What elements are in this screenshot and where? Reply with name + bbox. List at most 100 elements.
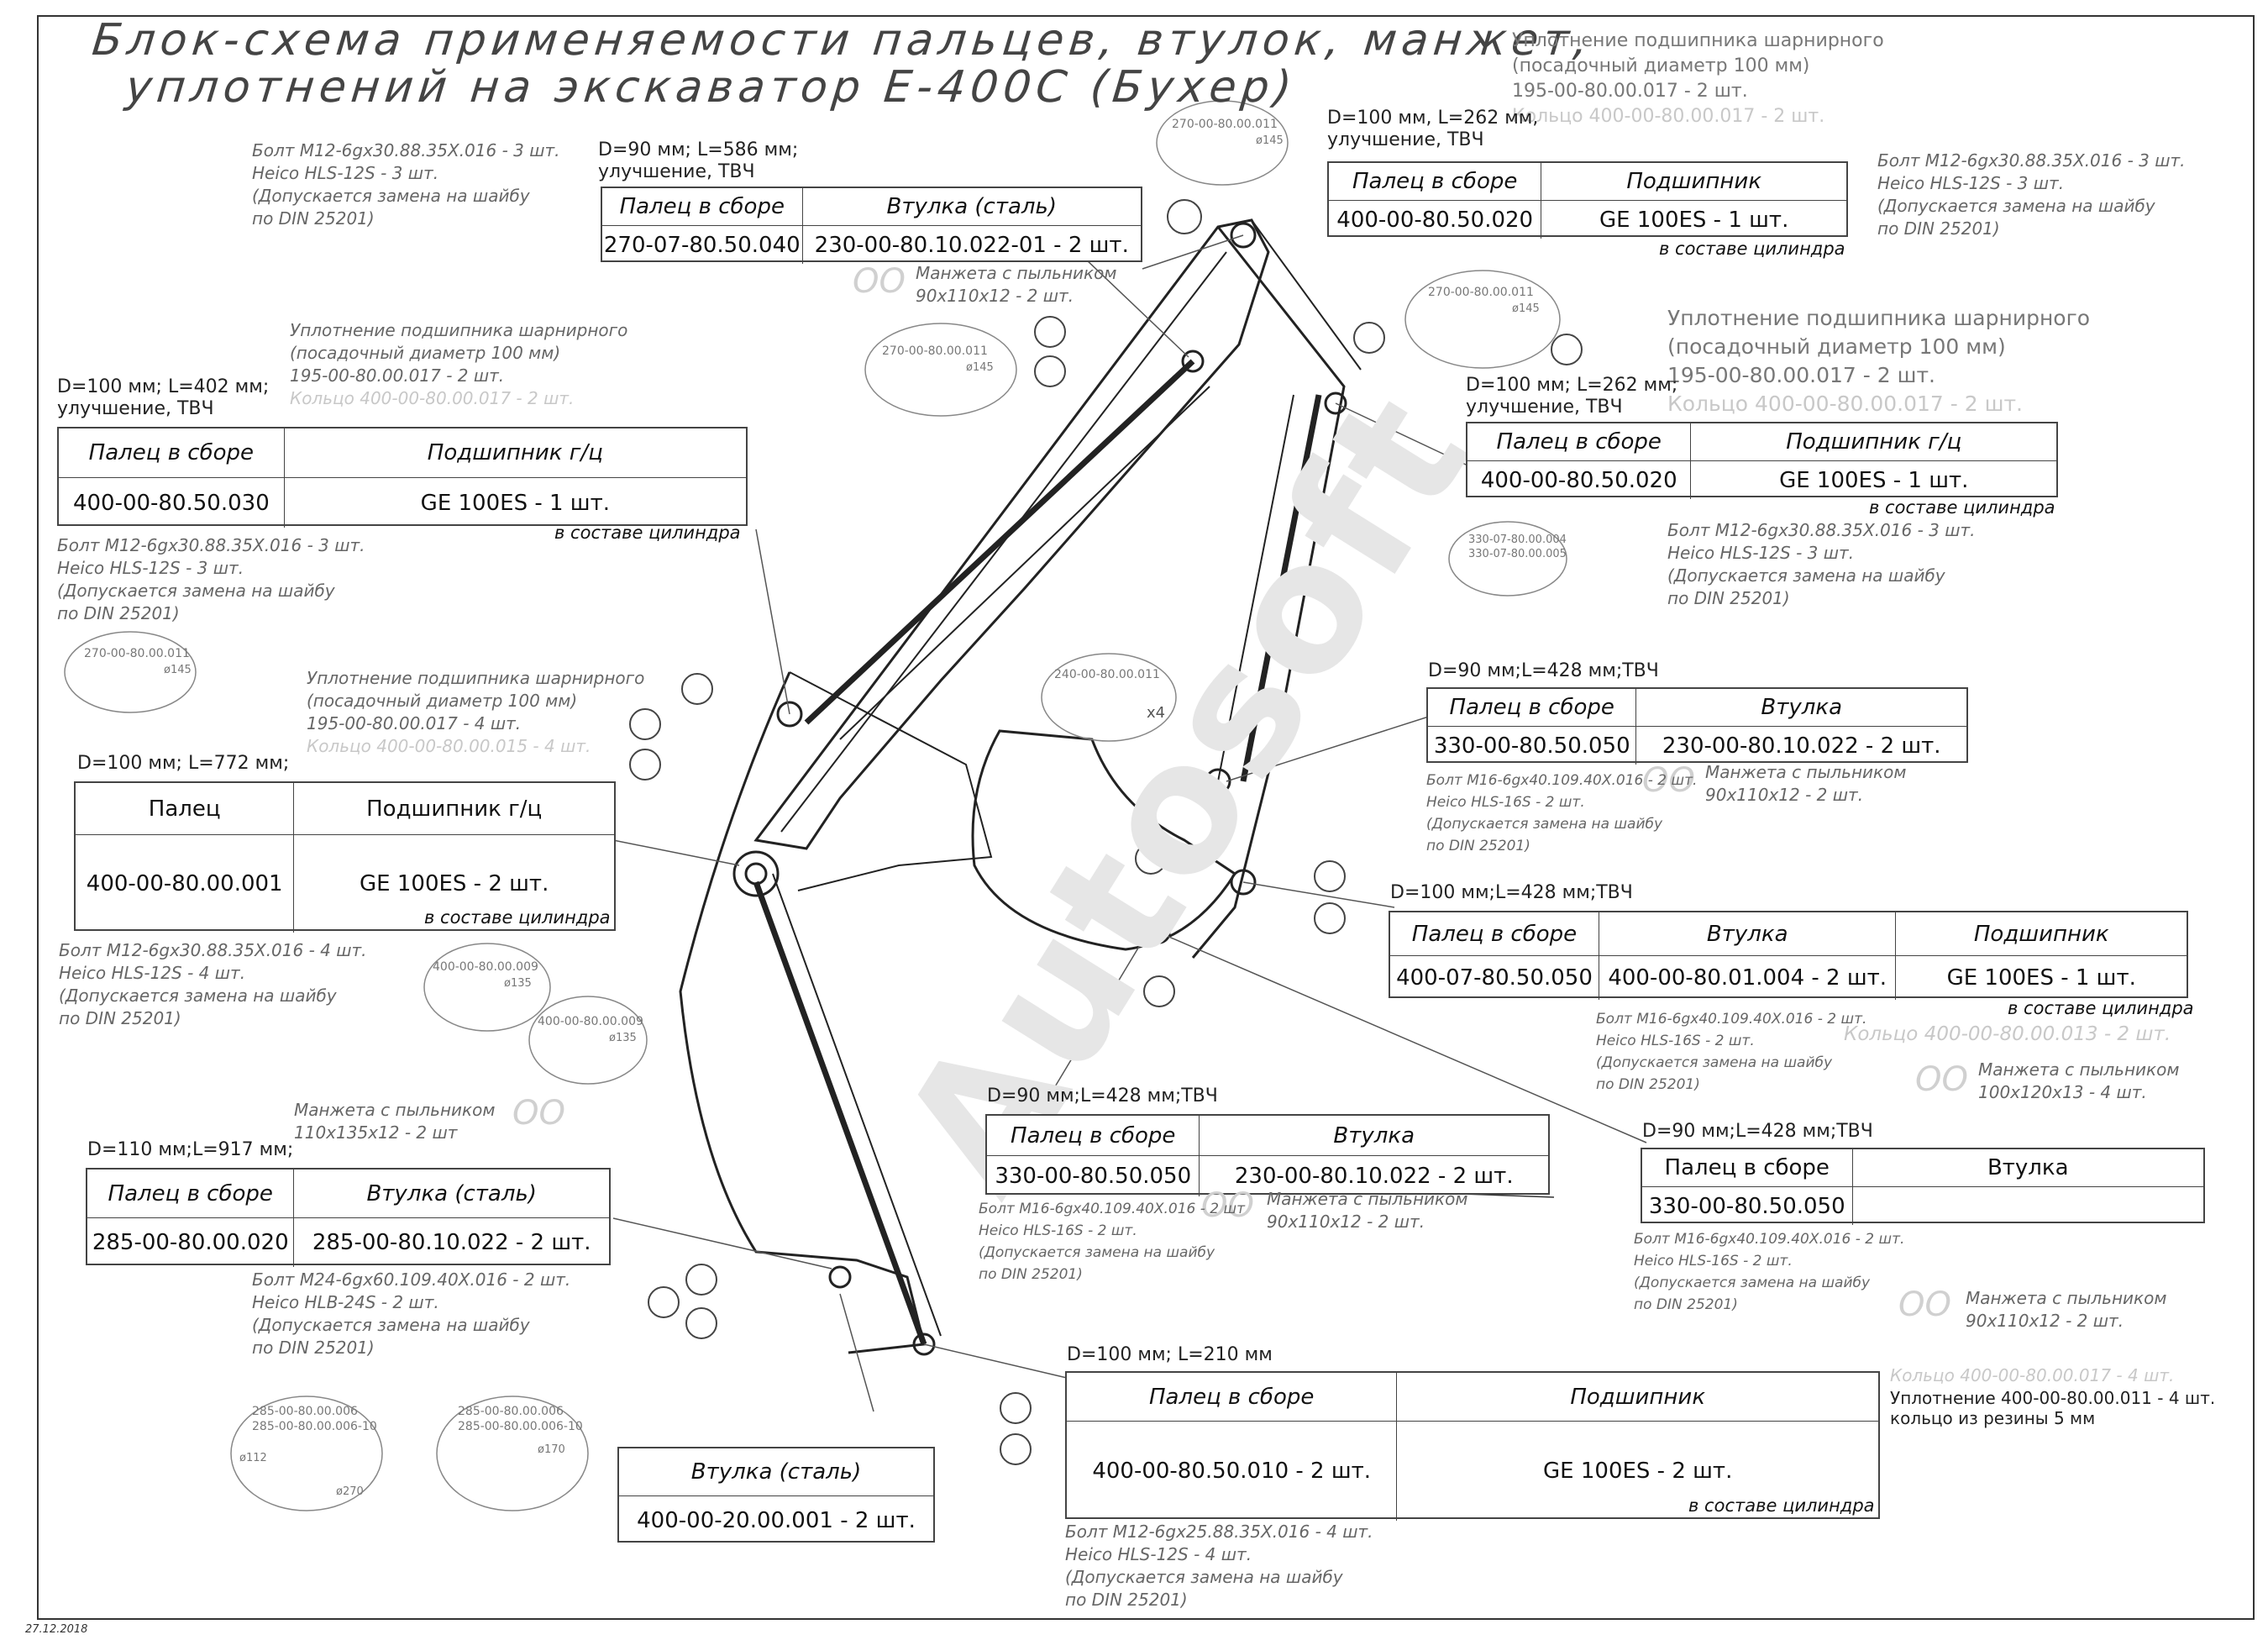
block11-bushing-value: 400-00-20.00.001 - 2 шт. xyxy=(637,1507,916,1533)
block1-ring-mark: OO xyxy=(853,262,906,301)
block12-cylinder-note: в составе цилиндра xyxy=(1688,1495,1875,1516)
block5-pin-value: 400-00-80.00.001 xyxy=(76,835,295,933)
block4-seal-note: Уплотнение подшипника шарнирного(посадоч… xyxy=(1667,306,2091,416)
block4-table: Палец в сборе Подшипник г/ц 400-00-80.50… xyxy=(1466,422,2058,499)
title-line-2: уплотнений на экскаватор Е-400С (Бухер) xyxy=(123,62,1299,113)
detail-mark-5a: 330-07-80.00.004 xyxy=(1468,534,1567,546)
block12-header-pin: Палец в сборе xyxy=(1067,1373,1398,1422)
block7-header-bearing: Подшипник xyxy=(1896,912,2187,956)
detail-mark-dia-7: ø135 xyxy=(504,977,532,990)
grease-fittings xyxy=(629,199,1583,1465)
block2-header-bearing: Подшипник xyxy=(1541,163,1846,201)
block7-table: Палец в сборе Втулка Подшипник 400-07-80… xyxy=(1389,911,2188,1000)
block10-pin-value: 330-00-80.50.050 xyxy=(1642,1187,1853,1225)
block3-dimension-2: улучшение, ТВЧ xyxy=(57,398,214,419)
drawing-date: 27.12.2018 xyxy=(25,1623,88,1636)
detail-mark-dia-1: ø145 xyxy=(1256,134,1284,147)
block12-header-bearing: Подшипник xyxy=(1397,1373,1878,1422)
detail-mark-10a: 285-00-80.00.006 xyxy=(458,1405,564,1418)
block8-header-pin: Палец в сборе xyxy=(87,1170,295,1218)
block9-pin-value: 330-00-80.50.050 xyxy=(987,1156,1200,1196)
block6-table: Палец в сборе Втулка 330-00-80.50.050 23… xyxy=(1426,687,1968,765)
block6-header-bushing: Втулка xyxy=(1636,689,1966,727)
block6-header-pin: Палец в сборе xyxy=(1428,689,1637,727)
block9-table: Палец в сборе Втулка 330-00-80.50.050 23… xyxy=(985,1114,1550,1196)
block11-table: Втулка (сталь) 400-00-20.00.001 - 2 шт. xyxy=(617,1447,935,1543)
block5-header-bearing: Подшипник г/ц xyxy=(294,783,614,835)
detail-mark-1: 270-00-80.00.011 xyxy=(1172,118,1278,131)
block7-bearing-value: GE 100ES - 1 шт. xyxy=(1946,965,2136,991)
block9-ring-mark: OO xyxy=(1201,1186,1254,1225)
detail-mark-3: 270-00-80.00.011 xyxy=(1428,286,1534,299)
detail-mark-9b: 285-00-80.00.006-10 xyxy=(252,1420,377,1433)
block1-pin-value: 270-07-80.50.040 xyxy=(602,226,803,264)
block4-dimension-2: улучшение, ТВЧ xyxy=(1466,397,1623,418)
block2-cylinder-note: в составе цилиндра xyxy=(1659,239,1845,259)
block3-dimension: D=100 мм; L=402 мм; xyxy=(57,376,270,397)
block6-bushing-value: 230-00-80.10.022 - 2 шт. xyxy=(1662,733,1941,759)
block4-bearing-value: GE 100ES - 1 шт. xyxy=(1779,467,1969,493)
block2-dimension-2: улучшение, ТВЧ xyxy=(1327,129,1484,150)
block9-dimension: D=90 мм;L=428 мм;ТВЧ xyxy=(987,1085,1218,1106)
boom-outline xyxy=(679,218,1362,1356)
block4-header-pin: Палец в сборе xyxy=(1467,423,1692,461)
block1-bushing-value: 230-00-80.10.022-01 - 2 шт. xyxy=(814,232,1129,258)
block6-bolt-note: Болт М16-6gх40.109.40Х.016 - 2 шт.Heico … xyxy=(1426,772,1698,854)
block3-bearing-value: GE 100ES - 1 шт. xyxy=(420,490,610,516)
block7-pin-value: 400-07-80.50.050 xyxy=(1390,956,1599,1000)
block9-header-bushing: Втулка xyxy=(1200,1116,1548,1156)
block7-cylinder-note: в составе цилиндра xyxy=(2008,998,2194,1018)
block4-pin-value: 400-00-80.50.020 xyxy=(1467,461,1692,499)
block10-header-bushing: Втулка xyxy=(1852,1149,2203,1187)
block11-header-bushing: Втулка (сталь) xyxy=(619,1448,933,1496)
block5-cylinder-note: в составе цилиндра xyxy=(424,907,611,928)
block5-table: Палец Подшипник г/ц 400-00-80.00.001 GE … xyxy=(74,781,616,933)
block10-dimension: D=90 мм;L=428 мм;ТВЧ xyxy=(1642,1121,1873,1142)
block12-bearing-value: GE 100ES - 2 шт. xyxy=(1543,1459,1733,1484)
block7-header-pin: Палец в сборе xyxy=(1390,912,1599,956)
block5-bearing-value: GE 100ES - 2 шт. xyxy=(360,871,549,896)
block8-bushing-value: 285-00-80.10.022 - 2 шт. xyxy=(312,1230,591,1255)
block8-pin-value: 285-00-80.00.020 xyxy=(87,1218,295,1267)
sheet-frame xyxy=(37,15,2255,1620)
detail-mark-2: 270-00-80.00.011 xyxy=(882,344,988,358)
block3-seal-note: Уплотнение подшипника шарнирного(посадоч… xyxy=(290,320,628,408)
block8-dimension: D=110 мм;L=917 мм; xyxy=(87,1139,294,1160)
block3-header-bearing: Подшипник г/ц xyxy=(284,428,746,478)
block7-ring-note: Кольцо 400-00-80.00.013 - 2 шт. xyxy=(1844,1023,2171,1045)
block4-bolt-note: Болт М12-6gх30.88.35Х.016 - 3 шт.Heico H… xyxy=(1667,520,1976,608)
block6-pin-value: 330-00-80.50.050 xyxy=(1428,727,1637,765)
block1-table: Палец в сборе Втулка (сталь) 270-07-80.5… xyxy=(601,187,1142,264)
block2-seal-note: Уплотнение подшипника шарнирного(посадоч… xyxy=(1512,30,1884,127)
block8-ring-mark: OO xyxy=(512,1094,565,1133)
block4-dimension: D=100 мм; L=262 мм; xyxy=(1466,375,1678,396)
detail-mark-dia-11: ø270 xyxy=(336,1485,364,1498)
detail-mark-8: 400-00-80.00.009 xyxy=(538,1015,643,1028)
block2-bolt-note: Болт М12-6gх30.88.35Х.016 - 3 шт.Heico H… xyxy=(1877,150,2186,239)
block3-bolt-note: Болт М12-6gх30.88.35Х.016 - 3 шт.Heico H… xyxy=(57,535,365,623)
block4-cylinder-note: в составе цилиндра xyxy=(1869,497,2055,518)
detail-mark-7: 400-00-80.00.009 xyxy=(433,960,538,974)
detail-mark-dia-10: ø170 xyxy=(538,1443,565,1456)
detail-mark-dia-2: ø145 xyxy=(966,361,994,374)
block1-bolt-note: Болт М12-6gх30.88.35Х.016 - 3 шт.Heico H… xyxy=(252,140,560,229)
block2-pin-value: 400-00-80.50.020 xyxy=(1329,201,1542,239)
block3-pin-value: 400-00-80.50.030 xyxy=(59,478,285,528)
block12-pin-value: 400-00-80.50.010 - 2 шт. xyxy=(1067,1422,1398,1521)
block3-table: Палец в сборе Подшипник г/ц 400-00-80.50… xyxy=(57,427,748,528)
block1-header-pin: Палец в сборе xyxy=(602,188,803,226)
detail-mark-dia-9: ø112 xyxy=(239,1452,267,1464)
block12-ring-note: Кольцо 400-00-80.00.017 - 4 шт. xyxy=(1890,1365,2175,1385)
detail-mark-dia-4: ø145 xyxy=(164,664,192,676)
block1-dimension-2: улучшение, ТВЧ xyxy=(598,161,755,182)
block5-dimension: D=100 мм; L=772 мм; xyxy=(77,753,290,774)
block3-header-pin: Палец в сборе xyxy=(59,428,285,478)
detail-mark-6: 240-00-80.00.011 xyxy=(1054,668,1160,681)
block12-table: Палец в сборе Подшипник 400-00-80.50.010… xyxy=(1065,1371,1880,1521)
